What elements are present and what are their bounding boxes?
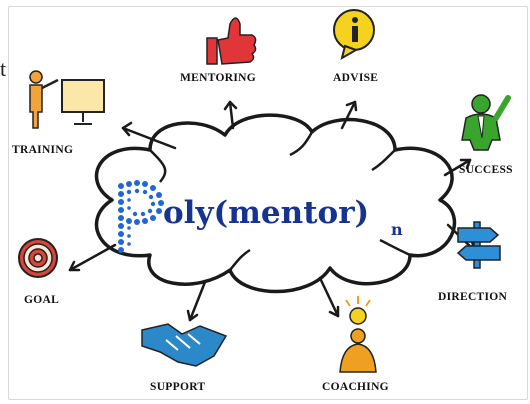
label-goal: GOAL (24, 294, 60, 306)
success-figure-icon (461, 94, 511, 151)
stray-character: t (0, 56, 7, 81)
diagram-frame (8, 6, 528, 400)
label-advise: ADVISE (333, 72, 379, 84)
dotted-p-glyph (118, 180, 164, 253)
label-direction: DIRECTION (438, 291, 508, 303)
advise-info-icon (333, 9, 375, 61)
label-success: SUCCESS (459, 164, 513, 176)
label-coaching: COACHING (322, 381, 389, 393)
direction-signpost-icon (456, 221, 501, 269)
label-mentoring: MENTORING (180, 72, 256, 84)
mentoring-thumbs-up-icon (206, 17, 257, 65)
poly-mentor-logo: oly(mentor) n (113, 178, 433, 258)
label-training: TRAINING (12, 144, 74, 156)
goal-target-icon (18, 238, 58, 278)
logo-word: oly(mentor) (163, 195, 370, 231)
support-handshake-icon (141, 323, 228, 367)
central-cloud (94, 113, 457, 294)
logo-subscript: n (391, 220, 403, 239)
coaching-figure-icon (339, 296, 377, 373)
label-support: SUPPORT (150, 381, 206, 393)
training-icon (29, 70, 105, 129)
